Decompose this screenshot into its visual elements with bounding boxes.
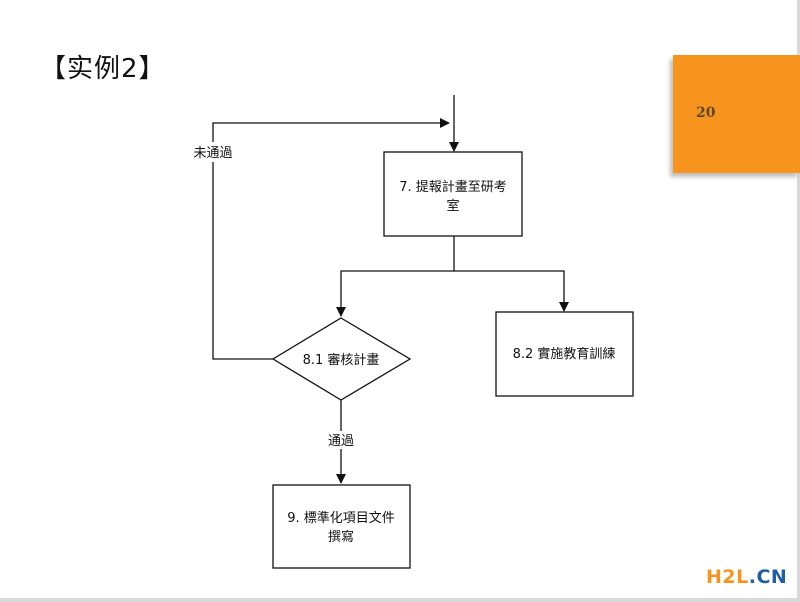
watermark-part2: .CN [748, 566, 788, 588]
node-training [495, 311, 634, 397]
slide-title: 【实例2】 [40, 54, 166, 84]
edge-to-review [336, 236, 455, 317]
node-review-plan-label: 8.1 審核計畫 [303, 352, 380, 368]
watermark-part1: H2L [706, 566, 749, 588]
page-number: 20 [696, 105, 716, 121]
watermark-logo: H2L.CN [706, 566, 787, 588]
node-submit-plan-line1: 7. 提報計畫至研考 [399, 179, 507, 195]
edge-to-training [454, 270, 569, 312]
fail-label-bg [186, 142, 240, 162]
node-submit-plan-line2: 室 [446, 198, 459, 214]
fail-loop-edge [212, 118, 450, 360]
node-standardize [272, 484, 411, 569]
page-number-badge: 20 [673, 55, 800, 173]
node-training-label: 8.2 實施教育訓練 [513, 346, 616, 362]
node-submit-plan [383, 151, 523, 237]
fail-label: 未通過 [193, 146, 232, 161]
pass-label-bg [318, 431, 364, 449]
pass-label: 通過 [328, 434, 354, 449]
node-standardize-line2: 撰寫 [328, 529, 354, 545]
node-standardize-line1: 9. 標準化項目文件 [287, 510, 395, 526]
